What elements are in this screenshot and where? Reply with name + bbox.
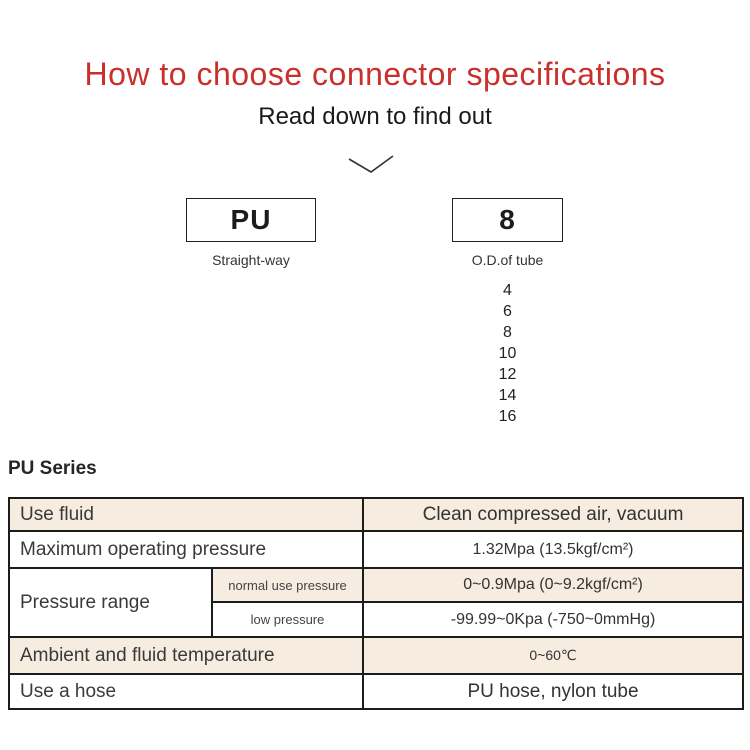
size-option: 10 <box>498 345 517 362</box>
size-option: 6 <box>503 303 512 320</box>
size-option: 12 <box>498 366 517 383</box>
table-row: Ambient and fluid temperature 0~60℃ <box>7 636 745 675</box>
model-box: PU <box>186 198 316 242</box>
spec-label: Use fluid <box>7 497 365 532</box>
spec-sublabel: low pressure <box>210 601 365 638</box>
chevron-down-icon <box>348 155 394 173</box>
size-box: 8 <box>452 198 563 242</box>
spec-label: Maximum operating pressure <box>7 530 365 569</box>
spec-label: Ambient and fluid temperature <box>7 636 365 675</box>
model-group: PU Straight-way <box>186 198 316 268</box>
spec-value: PU hose, nylon tube <box>362 673 745 710</box>
series-heading: PU Series <box>8 458 97 479</box>
size-option: 8 <box>503 324 512 341</box>
size-option-list: 4 6 8 10 12 14 16 <box>452 280 563 427</box>
size-box-label: O.D.of tube <box>471 252 544 268</box>
spec-value: 0~0.9Mpa (0~9.2kgf/cm²) <box>362 567 745 603</box>
spec-label: Use a hose <box>7 673 365 710</box>
model-box-label: Straight-way <box>212 252 290 268</box>
table-row: low pressure -99.99~0Kpa (-750~0mmHg) <box>9 601 745 638</box>
size-group: 8 O.D.of tube <box>452 198 563 268</box>
spec-sublabel: normal use pressure <box>210 567 365 603</box>
spec-table: Use fluid Clean compressed air, vacuum M… <box>7 497 745 710</box>
size-option: 4 <box>503 282 512 299</box>
spec-value: Clean compressed air, vacuum <box>362 497 745 532</box>
table-row: Pressure range normal use pressure 0~0.9… <box>8 567 745 638</box>
table-row: Use a hose PU hose, nylon tube <box>7 673 745 710</box>
size-option: 16 <box>498 408 517 425</box>
spec-label: Pressure range <box>8 567 213 638</box>
size-option: 14 <box>498 387 517 404</box>
page-subtitle: Read down to find out <box>258 103 492 130</box>
table-row: Use fluid Clean compressed air, vacuum <box>7 497 745 532</box>
spec-value: 0~60℃ <box>362 636 745 675</box>
table-row: Maximum operating pressure 1.32Mpa (13.5… <box>7 530 745 569</box>
page-title: How to choose connector specifications <box>84 56 666 92</box>
spec-value: 1.32Mpa (13.5kgf/cm²) <box>362 530 745 569</box>
spec-value: -99.99~0Kpa (-750~0mmHg) <box>362 601 745 638</box>
